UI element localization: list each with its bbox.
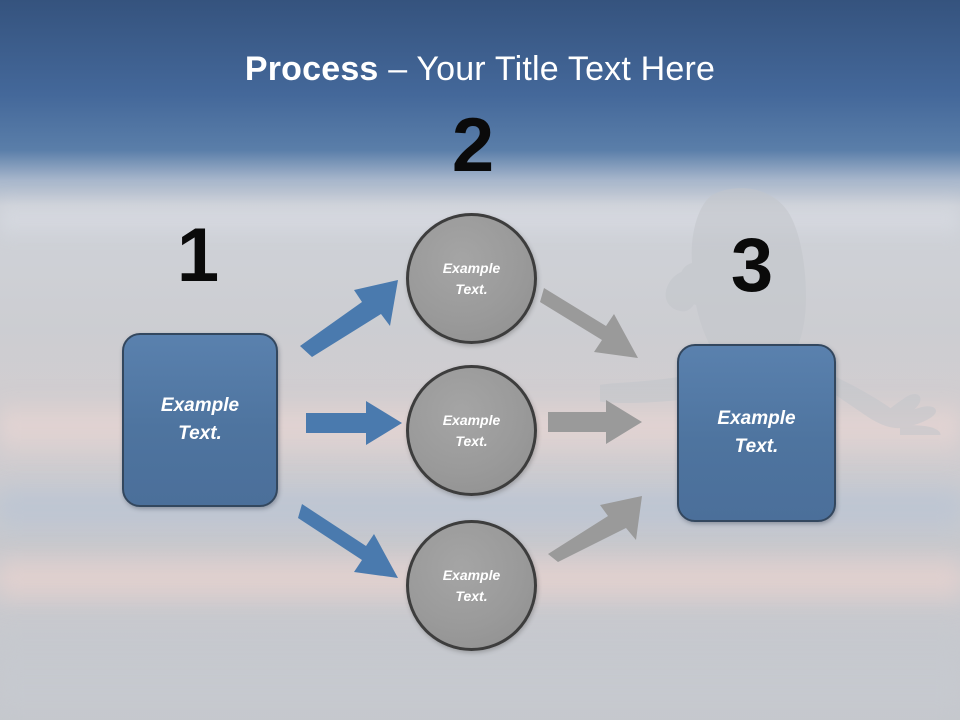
process-circle-1-label-line2: Text. — [455, 280, 488, 297]
process-box-1-label: Example Text. — [161, 392, 239, 447]
process-circle-2[interactable]: Example Text. — [406, 365, 537, 496]
process-circle-3-label-line1: Example — [442, 566, 501, 583]
step-number-3: 3 — [730, 223, 774, 308]
process-box-1[interactable]: Example Text. — [122, 333, 278, 507]
process-circle-1-label: Example Text. — [443, 258, 501, 300]
process-circle-2-label-line2: Text. — [455, 432, 488, 449]
slide-title: Process – Your Title Text Here — [0, 50, 960, 89]
step-number-1: 1 — [176, 213, 220, 298]
process-circle-3[interactable]: Example Text. — [406, 520, 537, 651]
process-box-1-label-line2: Text. — [178, 423, 222, 444]
process-box-3-label-line1: Example — [717, 408, 796, 430]
slide-title-bold: Process — [244, 50, 379, 88]
step-number-2: 2 — [451, 103, 495, 188]
slide-title-rest: – Your Title Text Here — [378, 50, 716, 88]
process-box-3-label: Example Text. — [717, 405, 795, 460]
process-circle-3-label: Example Text. — [443, 565, 501, 607]
process-circle-2-label: Example Text. — [443, 410, 501, 452]
process-circle-2-label-line1: Example — [442, 411, 501, 428]
process-box-1-label-line1: Example — [160, 395, 240, 417]
process-circle-1-label-line1: Example — [442, 259, 501, 276]
process-box-3[interactable]: Example Text. — [677, 344, 836, 522]
process-box-3-label-line2: Text. — [734, 436, 779, 457]
process-circle-1[interactable]: Example Text. — [406, 213, 537, 344]
process-circle-3-label-line2: Text. — [455, 587, 488, 604]
